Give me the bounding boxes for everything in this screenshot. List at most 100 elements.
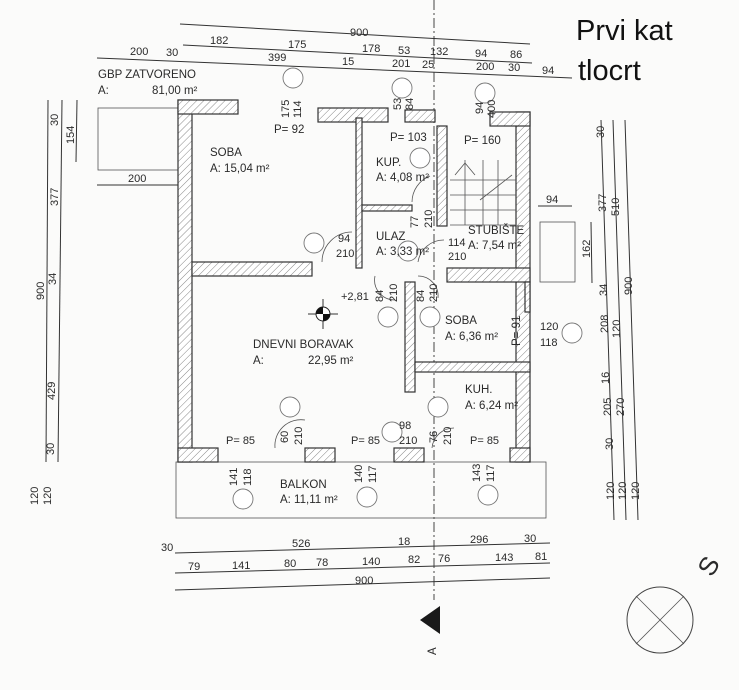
svg-text:526: 526	[292, 538, 310, 550]
room-soba-name: SOBA	[210, 147, 242, 159]
room-kuh-area: A: 6,24 m²	[465, 400, 518, 412]
svg-text:900: 900	[350, 27, 368, 39]
plan-title: Prvi kat	[576, 15, 673, 47]
svg-text:120: 120	[605, 482, 617, 500]
room-kup-area: A: 4,08 m²	[376, 172, 429, 184]
svg-text:25: 25	[422, 59, 434, 71]
room-dnevni-a: A:	[253, 355, 264, 367]
room-soba2-area: A: 6,36 m²	[445, 331, 498, 343]
svg-text:296: 296	[470, 534, 488, 546]
section-label: A	[427, 647, 439, 655]
svg-text:178: 178	[362, 43, 380, 55]
svg-text:141: 141	[228, 468, 240, 486]
svg-text:270: 270	[615, 398, 627, 416]
svg-text:16: 16	[600, 372, 612, 384]
svg-text:82: 82	[408, 554, 420, 566]
svg-text:84: 84	[374, 290, 386, 302]
svg-text:P= 85: P= 85	[470, 435, 499, 447]
svg-text:210: 210	[423, 210, 435, 228]
svg-text:900: 900	[355, 575, 373, 587]
room-dnevni-name: DNEVNI BORAVAK	[253, 339, 354, 351]
stairs	[450, 160, 516, 226]
svg-text:210: 210	[388, 284, 400, 302]
svg-text:210: 210	[399, 435, 417, 447]
room-balkon-name: BALKON	[280, 479, 327, 491]
svg-text:94: 94	[546, 194, 558, 206]
room-soba2-name: SOBA	[445, 315, 477, 327]
svg-text:34: 34	[47, 273, 59, 285]
svg-text:30: 30	[524, 533, 536, 545]
svg-text:77: 77	[409, 216, 421, 228]
svg-text:377: 377	[597, 194, 609, 212]
svg-text:94: 94	[475, 48, 487, 60]
svg-text:140: 140	[362, 556, 380, 568]
grid-markers	[232, 67, 583, 510]
svg-text:120: 120	[617, 482, 629, 500]
svg-text:76: 76	[438, 553, 450, 565]
svg-text:15: 15	[342, 56, 354, 68]
svg-text:30: 30	[508, 62, 520, 74]
door-swings	[274, 175, 455, 449]
svg-text:30: 30	[49, 114, 61, 126]
gbp-a-label: A:	[98, 85, 109, 97]
svg-text:162: 162	[581, 240, 593, 258]
svg-text:34: 34	[598, 284, 610, 296]
room-dnevni-area: 22,95 m²	[308, 355, 354, 367]
svg-text:377: 377	[49, 188, 61, 206]
compass-label: S	[691, 551, 726, 581]
svg-text:210: 210	[428, 284, 440, 302]
left-terrace	[97, 107, 179, 171]
room-kuh-name: KUH.	[465, 384, 492, 396]
svg-text:141: 141	[232, 560, 250, 572]
room-kup-name: KUP.	[376, 157, 401, 169]
svg-text:120: 120	[611, 320, 623, 338]
right-terrace	[539, 221, 576, 283]
svg-text:210: 210	[293, 427, 305, 445]
svg-text:118: 118	[242, 468, 254, 486]
svg-text:18: 18	[398, 536, 410, 548]
window-label: P= 103	[390, 132, 427, 144]
svg-text:94: 94	[338, 233, 350, 245]
top-dimensions: 900 182 175 178 53 132 94 86 200 30 399 …	[96, 23, 573, 79]
svg-text:30: 30	[161, 542, 173, 554]
svg-text:429: 429	[46, 382, 58, 400]
bottom-dimensions: 30 526 18 296 30 79 141 80 78 140 82 76 …	[161, 533, 551, 591]
svg-text:210: 210	[448, 251, 466, 263]
svg-text:81: 81	[535, 551, 547, 563]
svg-text:53: 53	[392, 98, 404, 110]
room-ulaz-area: A: 3,33 m²	[376, 246, 429, 258]
svg-text:P= 85: P= 85	[226, 435, 255, 447]
svg-text:510: 510	[610, 198, 622, 216]
svg-text:86: 86	[510, 49, 522, 61]
svg-text:175: 175	[288, 39, 306, 51]
svg-text:80: 80	[284, 558, 296, 570]
level-value: +2,81	[341, 291, 369, 303]
svg-text:78: 78	[316, 557, 328, 569]
plan-subtitle: tlocrt	[578, 55, 641, 87]
svg-text:30: 30	[595, 126, 607, 138]
svg-text:143: 143	[495, 552, 513, 564]
svg-text:114: 114	[292, 100, 304, 118]
svg-text:140: 140	[353, 465, 365, 483]
svg-text:P= 85: P= 85	[351, 435, 380, 447]
svg-text:205: 205	[602, 398, 614, 416]
svg-text:118: 118	[540, 337, 558, 349]
svg-text:154: 154	[65, 126, 77, 144]
svg-text:30: 30	[604, 438, 616, 450]
svg-text:79: 79	[188, 561, 200, 573]
svg-text:117: 117	[367, 465, 379, 483]
svg-text:117: 117	[485, 464, 497, 482]
svg-text:201: 201	[392, 58, 410, 70]
opening-dimensions: 175 114 53 84 94 400 94 210 77 210 114 2…	[226, 98, 558, 486]
svg-text:120: 120	[29, 487, 41, 505]
svg-text:76: 76	[428, 431, 440, 443]
level-marker-icon	[308, 299, 338, 329]
room-soba-area: A: 15,04 m²	[210, 163, 270, 175]
svg-text:94: 94	[474, 102, 486, 114]
right-dimensions: 30 377 510 900 162 34 208 120 16 205 270…	[538, 119, 642, 521]
section-marker-icon	[420, 606, 440, 634]
room-balkon-area: A: 11,11 m²	[280, 494, 338, 506]
gbp-label: GBP ZATVORENO	[98, 69, 196, 81]
window-label: P= 92	[274, 124, 304, 136]
svg-text:200: 200	[476, 61, 494, 73]
